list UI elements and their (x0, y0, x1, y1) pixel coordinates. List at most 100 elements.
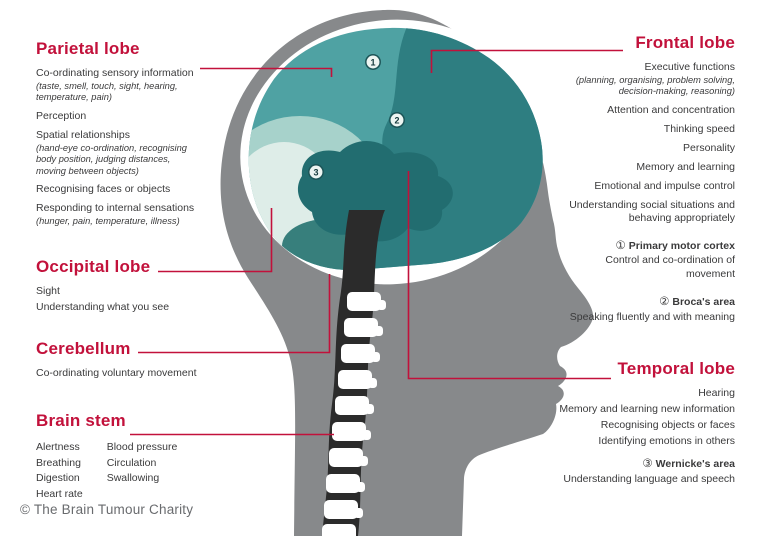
vertebra (344, 318, 378, 337)
brain-temporal-region (297, 140, 453, 242)
brainstem-column-2: Blood pressure Circulation Swallowing (107, 440, 178, 503)
cerebellum-title: Cerebellum (36, 339, 131, 358)
vertebra (324, 500, 358, 519)
temporal-item: Memory and learning new information (559, 402, 735, 415)
section-parietal: Parietal lobe Co-ordinating sensory info… (36, 40, 198, 227)
vertebra-nub (354, 508, 363, 518)
vertebra-nub (359, 456, 368, 466)
vertebra (332, 422, 366, 441)
vertebra (338, 370, 372, 389)
section-occipital: Occipital lobe Sight Understanding what … (36, 258, 198, 314)
vertebra-nub (377, 300, 386, 310)
occipital-item: Sight (36, 284, 60, 297)
frontal-item: Emotional and impulse control (594, 180, 735, 193)
parietal-connector-line (200, 67, 333, 77)
brainstem-item: Blood pressure (106, 440, 178, 453)
brainstem-item: Swallowing (106, 472, 160, 485)
parietal-item-detail: (taste, smell, touch, sight, hearing, te… (36, 80, 178, 103)
temporal-item: Recognising objects or faces (600, 419, 735, 432)
frontal-item: Memory and learning (636, 161, 735, 173)
marker-1-circle (365, 54, 381, 70)
parietal-item: Spatial relationships (hand-eye co-ordin… (36, 129, 198, 177)
vertebra (326, 474, 360, 493)
area-description: Understanding language and speech (563, 473, 735, 486)
parietal-item-detail: (hand-eye co-ordination, recognising bod… (36, 142, 187, 176)
marker-1-number: 1 (370, 57, 375, 67)
area-title: ① Primary motor cortex (559, 239, 735, 254)
marker-wernickes-area: 3 (308, 164, 324, 180)
section-cerebellum: Cerebellum Co-ordinating voluntary movem… (36, 340, 198, 380)
area-title: ③ Wernicke's area (559, 457, 735, 472)
vertebra-nub (365, 404, 374, 414)
area-brocas: ② Broca's area Speaking fluently and wit… (559, 295, 735, 325)
area-wernickes: ③ Wernicke's area Understanding language… (559, 457, 735, 487)
connector-lines (130, 49, 623, 436)
brainstem-item: Breathing (36, 456, 81, 469)
temporal-title: Temporal lobe (617, 359, 735, 378)
cerebellum-connector-line (138, 274, 331, 354)
vertebra (347, 292, 381, 311)
charity-credit: © The Brain Tumour Charity (20, 502, 194, 517)
area-title: ② Broca's area (559, 295, 735, 310)
frontal-item: Thinking speed (663, 122, 735, 135)
spine-vertebrae (322, 292, 386, 536)
vertebra (341, 344, 375, 363)
area-primary-motor-cortex: ① Primary motor cortex Control and co-or… (559, 239, 735, 282)
area-description: Speaking fluently and with meaning (569, 310, 735, 323)
brainstem-column-1: Alertness Breathing Digestion Heart rate (36, 440, 83, 503)
temporal-item: Identifying emotions in others (598, 435, 735, 448)
marker-2-number: 2 (394, 115, 399, 125)
parietal-item-text: Spatial relationships (36, 128, 130, 141)
parietal-item-text: Responding to internal sensations (36, 201, 195, 214)
brainstem-item: Alertness (36, 440, 80, 453)
frontal-item-text: Executive functions (644, 60, 735, 73)
vertebra (335, 396, 369, 415)
frontal-item: Attention and concentration (607, 103, 735, 116)
section-temporal: Temporal lobe Hearing Memory and learnin… (559, 360, 735, 487)
parietal-item-text: Co-ordinating sensory information (36, 66, 194, 79)
vertebra (329, 448, 363, 467)
vertebra (322, 524, 356, 536)
vertebra-nub (368, 378, 377, 388)
temporal-item: Hearing (698, 386, 735, 399)
cerebellum-item: Co-ordinating voluntary movement (36, 366, 197, 379)
occipital-connector-line (158, 208, 273, 273)
area-name: Wernicke's area (655, 458, 735, 471)
occipital-title: Occipital lobe (36, 257, 151, 276)
parietal-item: Perception (36, 109, 87, 122)
frontal-item: Personality (683, 141, 735, 154)
area-name: Broca's area (672, 295, 735, 308)
occipital-item: Understanding what you see (36, 300, 170, 313)
marker-2-circle (389, 112, 405, 128)
brainstem-item: Circulation (106, 456, 157, 469)
marker-primary-motor-cortex: 1 (365, 54, 381, 70)
area-name: Primary motor cortex (628, 239, 735, 252)
brainstem-item: Heart rate (36, 488, 83, 501)
vertebra-nub (371, 352, 380, 362)
frontal-connector-line (430, 49, 623, 73)
frontal-item-detail: (planning, organising, problem solving, … (575, 74, 735, 97)
frontal-title: Frontal lobe (635, 33, 735, 52)
parietal-item: Responding to internal sensations (hunge… (36, 202, 198, 227)
area-description: Control and co-ordination of movement (605, 254, 735, 281)
brainstem-item: Digestion (36, 472, 80, 485)
vertebra-nub (362, 430, 371, 440)
area-number: ③ (642, 458, 653, 471)
area-number: ② (659, 295, 670, 308)
section-brainstem: Brain stem Alertness Breathing Digestion… (36, 412, 246, 503)
area-number: ① (615, 239, 626, 252)
temporal-connector-line (407, 171, 611, 380)
brain-markers: 1 2 3 (308, 54, 405, 180)
parietal-item: Co-ordinating sensory information (taste… (36, 67, 198, 104)
brainstem-columns: Alertness Breathing Digestion Heart rate… (36, 440, 246, 503)
frontal-item: Understanding social situations and beha… (569, 199, 735, 225)
marker-brocas-area: 2 (389, 112, 405, 128)
parietal-title: Parietal lobe (36, 39, 140, 58)
vertebra-nub (374, 326, 383, 336)
marker-3-number: 3 (313, 167, 318, 177)
vertebra-nub (356, 482, 365, 492)
section-frontal: Frontal lobe Executive functions (planni… (559, 34, 735, 324)
frontal-item: Executive functions (planning, organisin… (559, 61, 735, 98)
parietal-item: Recognising faces or objects (36, 182, 171, 195)
